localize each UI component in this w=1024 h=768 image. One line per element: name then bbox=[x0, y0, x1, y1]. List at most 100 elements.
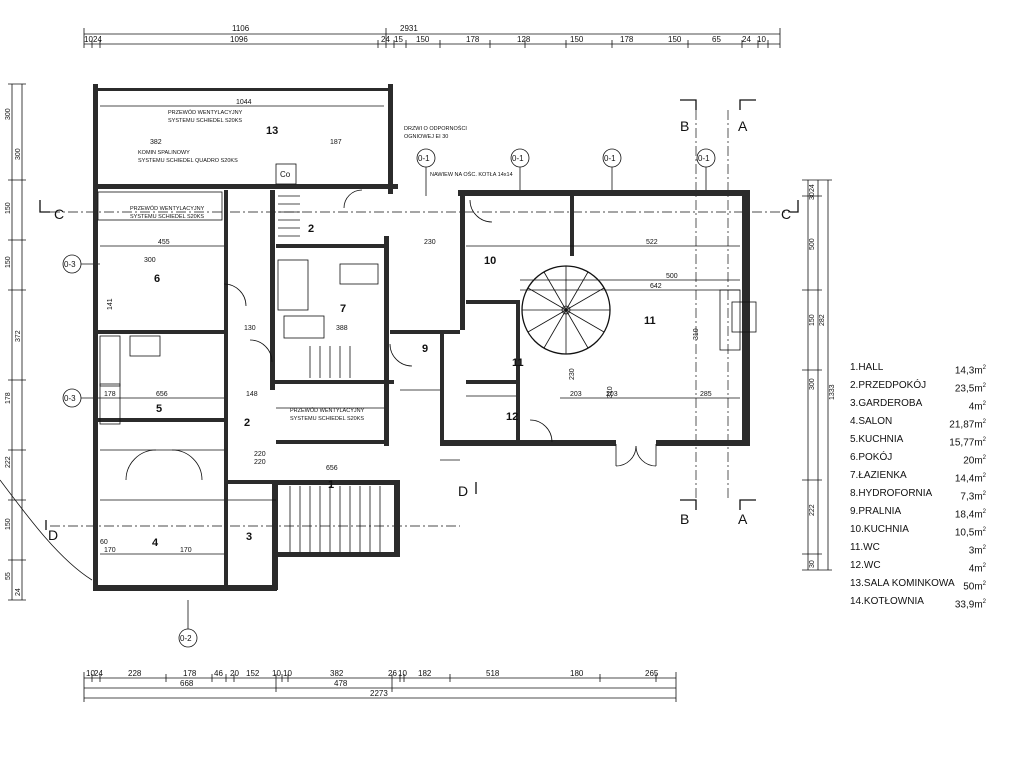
idim-5: 656 bbox=[156, 391, 168, 398]
dim-top-2: 1096 bbox=[230, 35, 248, 44]
dim-right-8: 30 bbox=[809, 560, 816, 568]
legend-row: 8.HYDROFORNIA 7,3m2 bbox=[850, 488, 986, 506]
door-swings bbox=[0, 189, 657, 581]
dim-right-6: 1333 bbox=[829, 384, 836, 400]
idim-12: 203 bbox=[606, 391, 618, 398]
dim-left-4: 178 bbox=[5, 392, 12, 404]
dim-bot-11: 10 bbox=[398, 669, 407, 678]
dim-bot-478: 478 bbox=[334, 679, 348, 688]
dim-top-7: 128 bbox=[517, 35, 531, 44]
room-number-12: 12 bbox=[506, 411, 518, 423]
co-label: Co bbox=[280, 170, 291, 179]
legend-room-name: 8.HYDROFORNIA bbox=[850, 488, 933, 499]
room-number-13: 13 bbox=[266, 125, 278, 137]
dim-left-7: 150 bbox=[5, 518, 12, 530]
section-a-top: A bbox=[738, 118, 748, 134]
idim-24: 203 bbox=[570, 391, 582, 398]
idim-9: 522 bbox=[646, 239, 658, 246]
legend-room-area: 50m2 bbox=[963, 581, 986, 593]
section-b-bottom: B bbox=[680, 511, 689, 527]
top-dimension-chain: 1106 2931 10 24 1096 24 15 150 178 128 1… bbox=[83, 24, 781, 48]
room-number-4: 4 bbox=[152, 537, 159, 549]
idim-25: 230 bbox=[569, 368, 576, 380]
dim-bot-12: 182 bbox=[418, 669, 432, 678]
idim-17: 220 bbox=[254, 451, 266, 458]
dim-top-6: 178 bbox=[466, 35, 480, 44]
legend-row: 2.PRZEDPOKÓJ 23,5m2 bbox=[850, 380, 986, 398]
room-number-1: 1 bbox=[328, 479, 334, 491]
dim-bot-2: 228 bbox=[128, 669, 142, 678]
section-c-left: C bbox=[54, 206, 64, 222]
legend-room-name: 7.ŁAZIENKA bbox=[850, 470, 907, 481]
idim-23: 178 bbox=[104, 391, 116, 398]
idim-10: 500 bbox=[666, 273, 678, 280]
room-number-5: 5 bbox=[156, 403, 162, 415]
idim-22: 60 bbox=[100, 539, 108, 546]
legend-room-name: 14.KOTŁOWNIA bbox=[850, 596, 924, 607]
section-a-bottom: A bbox=[738, 511, 748, 527]
room-number-10: 10 bbox=[484, 255, 496, 267]
dim-right-3: 150 bbox=[809, 314, 816, 326]
note-boiler: NAWIEW NA OŚC. KOTŁA 14x14 bbox=[430, 170, 513, 178]
legend-room-area: 20m2 bbox=[963, 455, 986, 467]
note-chimney: KOMIN SPALINOWY bbox=[138, 150, 190, 156]
spiral-staircase bbox=[521, 265, 611, 355]
note-chimney-b: SYSTEMU SCHIEDEL QUADRO S20KS bbox=[138, 158, 238, 164]
inner-dimensions: 1044 382 187 455 141 656 148 130 388 522… bbox=[100, 99, 740, 555]
legend-room-name: 2.PRZEDPOKÓJ bbox=[850, 380, 927, 391]
dim-left-2: 150 bbox=[5, 202, 12, 214]
dim-top-13: 10 bbox=[757, 35, 766, 44]
legend-room-area: 14,3m2 bbox=[954, 365, 986, 377]
legend-room-area: 33,9m2 bbox=[954, 599, 986, 611]
note-vent-1: PRZEWÓD WENTYLACYJNY bbox=[168, 109, 243, 116]
note-vent-3: PRZEWÓD WENTYLACYJNY bbox=[290, 407, 365, 414]
idim-14: 170 bbox=[104, 547, 116, 554]
dim-top-12: 24 bbox=[742, 35, 751, 44]
legend-room-name: 13.SALA KOMINKOWA bbox=[850, 578, 955, 589]
room-number-9: 9 bbox=[422, 343, 428, 355]
dim-right-7: 222 bbox=[809, 504, 816, 516]
legend-room-name: 3.GARDEROBA bbox=[850, 398, 923, 409]
dim-left-6: 222 bbox=[5, 456, 12, 468]
idim-20: 310 bbox=[607, 386, 614, 398]
legend-room-area: 15,77m2 bbox=[949, 437, 986, 449]
room-number-11b: 11 bbox=[512, 357, 524, 369]
legend-room-area: 7,3m2 bbox=[960, 491, 986, 503]
idim-7: 130 bbox=[244, 325, 256, 332]
section-c-right: C bbox=[781, 206, 791, 222]
legend-room-area: 21,87m2 bbox=[949, 419, 986, 431]
dim-bot-1: 24 bbox=[94, 669, 103, 678]
dim-bot-3: 178 bbox=[183, 669, 197, 678]
room-number-11a: 11 bbox=[644, 315, 656, 327]
dim-bot-4: 46 bbox=[214, 669, 223, 678]
note-vent-3b: SYSTEMU SCHIEDEL S20KS bbox=[290, 416, 364, 422]
legend-room-name: 11.WC bbox=[850, 542, 880, 553]
dim-bot-15: 265 bbox=[645, 669, 659, 678]
section-b-top: B bbox=[680, 118, 689, 134]
details bbox=[97, 191, 757, 552]
legend-room-area: 23,5m2 bbox=[954, 383, 986, 395]
dim-bot-668: 668 bbox=[180, 679, 194, 688]
dim-left-1: 300 bbox=[15, 148, 22, 160]
room-number-7: 7 bbox=[340, 303, 346, 315]
left-dimension-chain: 300 300 150 150 178 372 222 150 55 24 bbox=[5, 83, 26, 601]
axis-label-3: 0-1 bbox=[698, 154, 710, 163]
dim-right-1: 30 bbox=[809, 192, 816, 200]
dim-left-5: 372 bbox=[15, 330, 22, 342]
axis-label-5: 0-3 bbox=[64, 394, 76, 403]
idim-2: 187 bbox=[330, 139, 342, 146]
note-door-b: OGNIOWEJ EI 30 bbox=[404, 134, 448, 140]
dim-right-4: 282 bbox=[819, 314, 826, 326]
room-number-6: 6 bbox=[154, 273, 160, 285]
legend-room-area: 10,5m2 bbox=[954, 527, 986, 539]
dim-top-5: 150 bbox=[416, 35, 430, 44]
dim-bot-overall: 2273 bbox=[370, 689, 388, 698]
dim-bot-13: 518 bbox=[486, 669, 500, 678]
dim-top-overall: 2931 bbox=[400, 24, 418, 33]
room-number-2a: 2 bbox=[308, 223, 314, 235]
